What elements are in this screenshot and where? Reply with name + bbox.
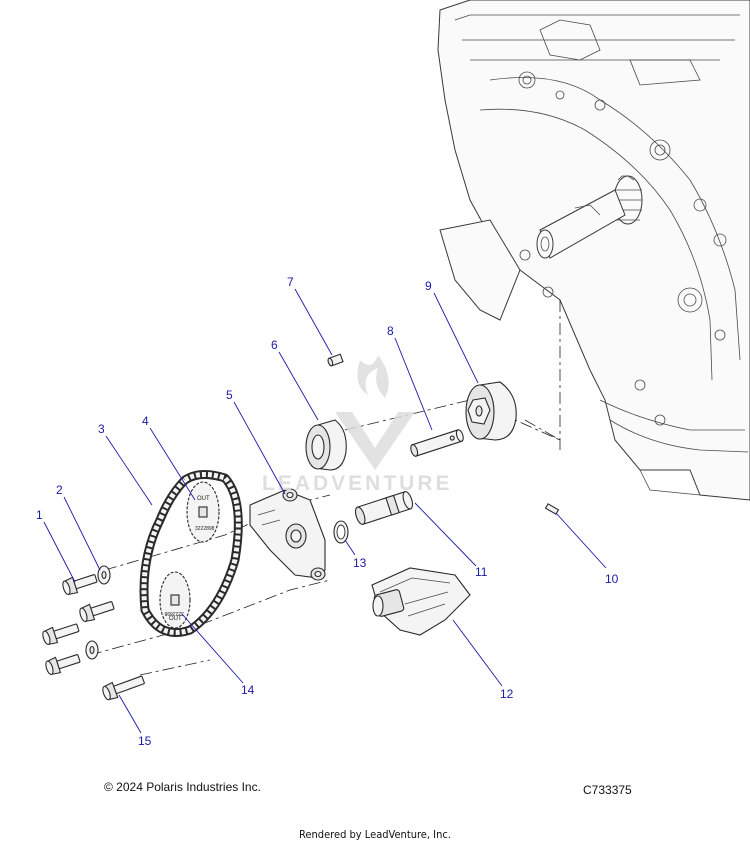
- callout-8: 8: [387, 324, 394, 338]
- part-10-pin: [544, 503, 560, 515]
- callout-10: 10: [605, 572, 619, 586]
- part-13-o-ring: [333, 520, 349, 544]
- callout-leaders: [43, 288, 607, 734]
- callout-7: 7: [287, 275, 294, 289]
- part-12-oil-pickup: [371, 567, 471, 636]
- copyright-notice: © 2024 Polaris Industries Inc.: [104, 780, 261, 794]
- part-3-drive-chain: [139, 470, 243, 637]
- watermark-text: LEADVENTURE: [262, 472, 453, 495]
- part-1-flange-bolts: [42, 574, 115, 676]
- part-5-pump-cover: [249, 488, 326, 581]
- callout-3: 3: [98, 422, 105, 436]
- callout-13: 13: [353, 556, 367, 570]
- callout-14: 14: [241, 683, 255, 697]
- sprocket-lower-out-mark: OUT: [169, 616, 182, 622]
- figure-code: C733375: [583, 783, 632, 797]
- callout-6: 6: [271, 338, 278, 352]
- callout-12: 12: [500, 687, 514, 701]
- callout-11: 11: [475, 565, 488, 579]
- engine-crankcase: [437, 0, 750, 501]
- callout-numbers: 1 2 3 4 5 6 7 8 9 10 11 12 13 14 15: [36, 275, 619, 748]
- part-15-long-bolt: [102, 675, 145, 701]
- part-11-sleeve: [354, 491, 414, 525]
- callout-9: 9: [425, 279, 432, 293]
- sprocket-lower-part-number: 3222898: [164, 610, 184, 616]
- callout-4: 4: [142, 414, 149, 428]
- sprocket-upper-out-mark: OUT: [197, 496, 210, 502]
- callout-5: 5: [226, 388, 233, 402]
- rendered-by-credit: Rendered by LeadVenture, Inc.: [299, 828, 451, 841]
- callout-1: 1: [36, 508, 43, 522]
- sprocket-upper-part-number: 3222898: [195, 526, 215, 532]
- callout-2: 2: [56, 483, 63, 497]
- part-8-pump-shaft: [410, 429, 464, 457]
- leadventure-watermark: LEADVENTURE: [262, 355, 453, 495]
- callout-15: 15: [138, 734, 152, 748]
- part-2-washers: [85, 565, 111, 660]
- part-9-inner-rotor: [465, 381, 517, 441]
- part-6-outer-rotor: [305, 419, 347, 471]
- part-7-dowel-pin: [327, 353, 344, 367]
